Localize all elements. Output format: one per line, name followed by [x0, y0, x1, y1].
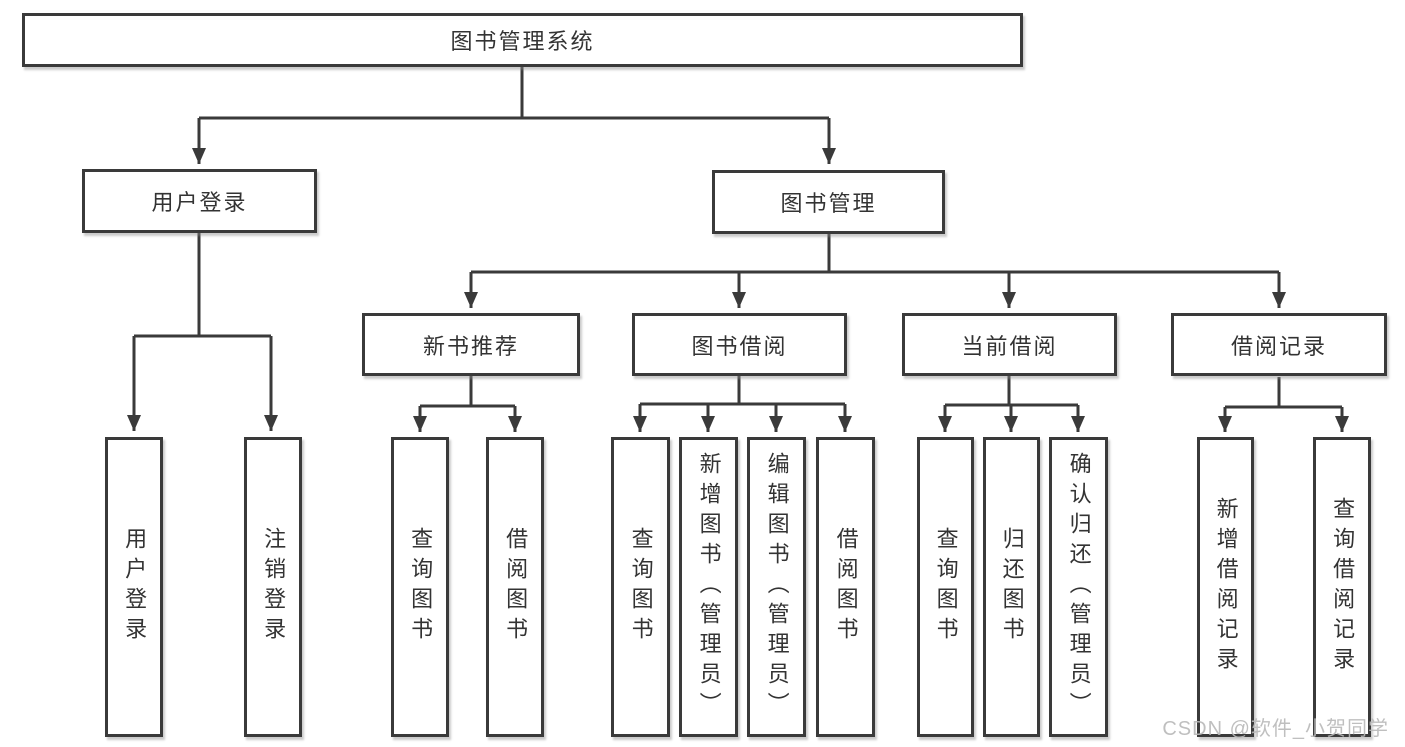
node-leaf-confirm-return-admin: 确认归还（管理员）	[1049, 437, 1108, 737]
node-label: 查询图书	[933, 527, 959, 647]
node-label: 用户登录	[122, 527, 148, 647]
node-book-borrowing: 图书借阅	[632, 313, 847, 376]
node-new-book-recommend: 新书推荐	[362, 313, 580, 376]
node-label: 编辑图书（管理员）	[764, 452, 790, 722]
node-leaf-query-borrow-record: 查询借阅记录	[1313, 437, 1371, 737]
node-leaf-add-borrow-record: 新增借阅记录	[1197, 437, 1254, 737]
node-label: 借阅图书	[833, 527, 859, 647]
csdn-watermark: CSDN @软件_小贺同学	[1162, 718, 1389, 740]
node-label: 新增借阅记录	[1213, 497, 1239, 677]
node-label: 图书借阅	[691, 333, 788, 359]
node-label: 归还图书	[999, 527, 1025, 647]
node-current-borrowing: 当前借阅	[902, 313, 1117, 376]
node-label: 确认归还（管理员）	[1066, 452, 1092, 722]
node-leaf-user-login: 用户登录	[105, 437, 163, 737]
node-label: 图书管理系统	[450, 29, 595, 54]
node-label: 当前借阅	[961, 333, 1058, 359]
node-label: 新增图书（管理员）	[696, 452, 722, 722]
node-label: 查询借阅记录	[1330, 497, 1356, 677]
node-leaf-add-book-admin: 新增图书（管理员）	[679, 437, 738, 737]
node-leaf-query-books-2: 查询图书	[611, 437, 670, 737]
node-leaf-query-books-3: 查询图书	[917, 437, 974, 737]
node-label: 用户登录	[151, 190, 248, 215]
node-label: 借阅记录	[1230, 333, 1327, 359]
node-label: 图书管理	[780, 191, 877, 216]
node-leaf-logout: 注销登录	[244, 437, 302, 737]
node-leaf-query-books-1: 查询图书	[391, 437, 449, 737]
node-book-management-branch: 图书管理	[712, 170, 945, 234]
node-label: 查询图书	[408, 527, 434, 647]
node-root-library-management-system: 图书管理系统	[22, 13, 1023, 67]
node-leaf-borrow-books-2: 借阅图书	[816, 437, 875, 737]
node-borrowing-records: 借阅记录	[1171, 313, 1387, 376]
node-label: 查询图书	[628, 527, 654, 647]
node-user-login-branch: 用户登录	[82, 169, 317, 233]
node-leaf-borrow-books-1: 借阅图书	[486, 437, 544, 737]
node-leaf-return-book: 归还图书	[983, 437, 1040, 737]
node-label: 注销登录	[261, 527, 287, 647]
node-leaf-edit-book-admin: 编辑图书（管理员）	[747, 437, 806, 737]
node-label: 新书推荐	[422, 333, 519, 359]
node-label: 借阅图书	[503, 527, 529, 647]
